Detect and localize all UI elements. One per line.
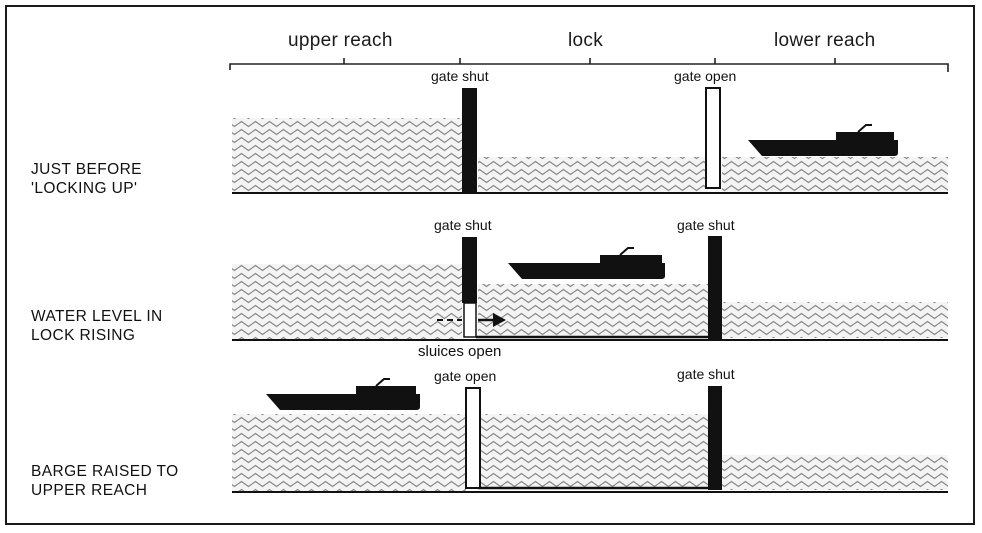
lower-gate-shut <box>708 386 722 490</box>
row-3-caption-line-2: UPPER REACH <box>31 482 148 499</box>
upper-gate-open <box>465 387 481 489</box>
lock-chamber-water <box>478 284 708 336</box>
row-1-caption: JUST BEFORE 'LOCKING UP' <box>31 160 142 198</box>
lower-reach-water <box>722 455 948 490</box>
upper-gate-shut <box>462 88 477 193</box>
row-2-upper-gate-label: gate shut <box>434 217 492 233</box>
row-2-caption: WATER LEVEL IN LOCK RISING <box>31 307 163 345</box>
row-1-scene <box>232 87 948 194</box>
row-2-caption-line-2: LOCK RISING <box>31 327 136 344</box>
lower-reach-water <box>722 302 948 338</box>
row-3-caption: BARGE RAISED TO UPPER REACH <box>31 462 179 500</box>
row-1-caption-line-2: 'LOCKING UP' <box>31 180 138 197</box>
lower-gate-open <box>705 87 721 189</box>
lower-gate-shut <box>708 236 722 339</box>
barge <box>508 247 665 279</box>
sluices-open-label: sluices open <box>418 343 502 360</box>
upper-reach-label: upper reach <box>288 30 393 51</box>
upper-reach-water <box>232 414 466 492</box>
barge <box>266 378 420 410</box>
row-3-caption-line-1: BARGE RAISED TO <box>31 463 179 480</box>
lower-reach-label: lower reach <box>774 30 876 51</box>
lock-chamber-water <box>480 414 708 488</box>
upper-reach-water <box>232 118 462 192</box>
row-2-caption-line-1: WATER LEVEL IN <box>31 308 163 325</box>
lower-reach-water <box>722 157 948 192</box>
row-1-lower-gate-label: gate open <box>674 68 737 84</box>
section-brace <box>229 58 949 72</box>
sluice-opening <box>463 302 477 338</box>
row-3-scene <box>232 378 948 493</box>
row-3-lower-gate-label: gate shut <box>677 366 735 382</box>
row-2-lower-gate-label: gate shut <box>677 217 735 233</box>
row-1-caption-line-1: JUST BEFORE <box>31 161 142 178</box>
row-2-scene <box>232 236 948 341</box>
upper-reach-water <box>232 264 462 340</box>
lock-label: lock <box>568 30 603 51</box>
row-3-upper-gate-label: gate open <box>434 368 497 384</box>
upper-gate-shut <box>462 237 477 303</box>
flow-arrow <box>437 313 506 327</box>
row-1-upper-gate-label: gate shut <box>431 68 489 84</box>
barge <box>748 124 898 156</box>
lock-chamber-water <box>478 157 708 192</box>
